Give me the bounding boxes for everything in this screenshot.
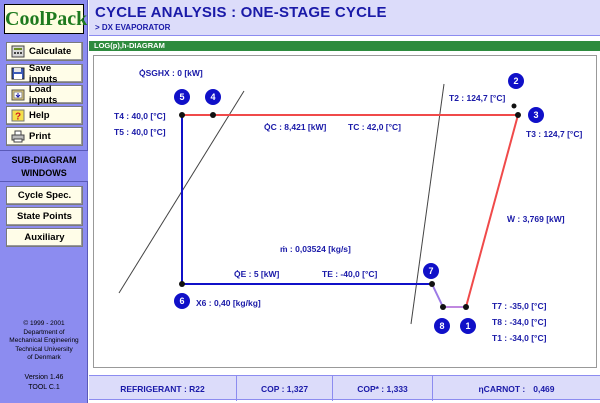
tool-text: TOOL C.1 [28,384,60,391]
page-title: CYCLE ANALYSIS : ONE-STAGE CYCLE [95,4,387,21]
eta-carnot-label: ηCARNOT : [478,383,526,394]
t4-label: T4 : 40,0 [°C] [114,111,166,121]
credits: © 1999 - 2001 Department of Mechanical E… [0,320,88,363]
auxiliary-button[interactable]: Auxiliary [6,228,83,247]
state-node-2[interactable]: 2 [508,73,524,89]
printer-icon [10,130,26,144]
t7-label: T7 : -35,0 [°C] [492,301,547,311]
sidebar: CoolPack Calculate Save inputs Load inpu… [0,0,88,403]
credits-line: Department of [23,328,65,336]
state-dot-7 [429,281,435,287]
cycle-spec-button[interactable]: Cycle Spec. [6,186,83,205]
credits-line: Technical University [15,345,73,353]
load-inputs-label: Load inputs [28,83,58,106]
vapor-saturation-line [410,83,445,325]
sub-diagram-windows-heading: SUB-DIAGRAM WINDOWS [0,150,88,182]
sub-diagram-heading-line2: WINDOWS [21,168,67,178]
refrigerant-text: REFRIGERANT : R22 [120,383,205,394]
x6-label: X6 : 0,40 [kg/kg] [196,298,261,308]
t2-label: T2 : 124,7 [°C] [449,93,506,103]
eta-carnot-cell: ηCARNOT : 0,469 [433,376,600,401]
t5-label: T5 : 40,0 [°C] [114,127,166,137]
state-dot-8 [440,304,446,310]
print-label: Print [29,131,51,142]
load-inputs-button[interactable]: Load inputs [6,83,83,106]
version-text: Version 1.46 [24,374,64,381]
state-node-6[interactable]: 6 [174,293,190,309]
help-label: Help [29,110,50,121]
cop-star-cell: COP* : 1,333 [333,376,433,401]
cop-cell: COP : 1,327 [237,376,333,401]
state-dot-3 [515,112,521,118]
load-icon [10,88,26,102]
state-points-button[interactable]: State Points [6,207,83,226]
cycle-spec-label: Cycle Spec. [17,190,72,201]
state-dot-2 [511,103,517,109]
state-dot-4 [210,112,216,118]
help-icon: ? [10,109,26,123]
t8-label: T8 : -34,0 [°C] [492,317,547,327]
w-label: Ẇ : 3,769 [kW] [507,214,565,224]
credits-line: © 1999 - 2001 [23,320,65,327]
state-points-label: State Points [17,211,72,222]
te-label: TE : -40,0 [°C] [322,269,378,279]
q-sghx-label: Q̇SGHX : 0 [kW] [139,68,203,78]
compression-line [465,114,519,308]
cop-text: COP : 1,327 [260,383,309,394]
tc-label: TC : 42,0 [°C] [348,122,401,132]
m-label: ṁ : 0,03524 [kg/s] [280,244,351,254]
calculator-icon [10,45,26,59]
eta-carnot-value: 0,469 [533,383,555,394]
evap-exit-line [431,283,444,308]
t3-label: T3 : 124,7 [°C] [526,129,583,139]
state-dot-1 [463,304,469,310]
calculate-label: Calculate [29,46,72,57]
state-dot-6 [179,281,185,287]
auxiliary-label: Auxiliary [24,232,65,243]
save-inputs-button[interactable]: Save inputs [6,62,83,85]
save-icon [10,67,26,81]
qc-label: Q̇C : 8,421 [kW] [264,122,327,132]
sub-diagram-heading-line1: SUB-DIAGRAM [11,155,77,165]
cop-star-text: COP* : 1,333 [357,383,408,394]
diagram-tab[interactable]: LOG(p),h-DIAGRAM [94,41,165,50]
diagram-panel: 5 4 2 3 6 7 8 1 Q̇SGHX : 0 [kW] T4 : 40,… [93,55,597,368]
state-node-7[interactable]: 7 [423,263,439,279]
state-node-3[interactable]: 3 [528,107,544,123]
save-inputs-label: Save inputs [28,62,58,85]
version-info: Version 1.46 TOOL C.1 [0,373,88,393]
app-logo: CoolPack [4,4,87,34]
state-dot-5 [179,112,185,118]
credits-line: of Denmark [27,354,61,361]
footer-bar: REFRIGERANT : R22 COP : 1,327 COP* : 1,3… [89,375,600,401]
print-button[interactable]: Print [6,127,83,146]
svg-text:?: ? [15,112,21,123]
t1-label: T1 : -34,0 [°C] [492,333,547,343]
qe-label: Q̇E : 5 [kW] [234,269,280,279]
log-ph-diagram [118,83,521,325]
calculate-button[interactable]: Calculate [6,42,83,61]
state-node-4[interactable]: 4 [205,89,221,105]
state-node-8[interactable]: 8 [434,318,450,334]
diagram-tab-bar [89,41,600,51]
page-subtitle: > DX EVAPORATOR [95,23,171,32]
state-node-5[interactable]: 5 [174,89,190,105]
refrigerant-cell: REFRIGERANT : R22 [89,376,237,401]
help-button[interactable]: ? Help [6,106,83,125]
header: CYCLE ANALYSIS : ONE-STAGE CYCLE > DX EV… [89,0,600,36]
state-node-1[interactable]: 1 [460,318,476,334]
credits-line: Mechanical Engineering [9,337,79,344]
